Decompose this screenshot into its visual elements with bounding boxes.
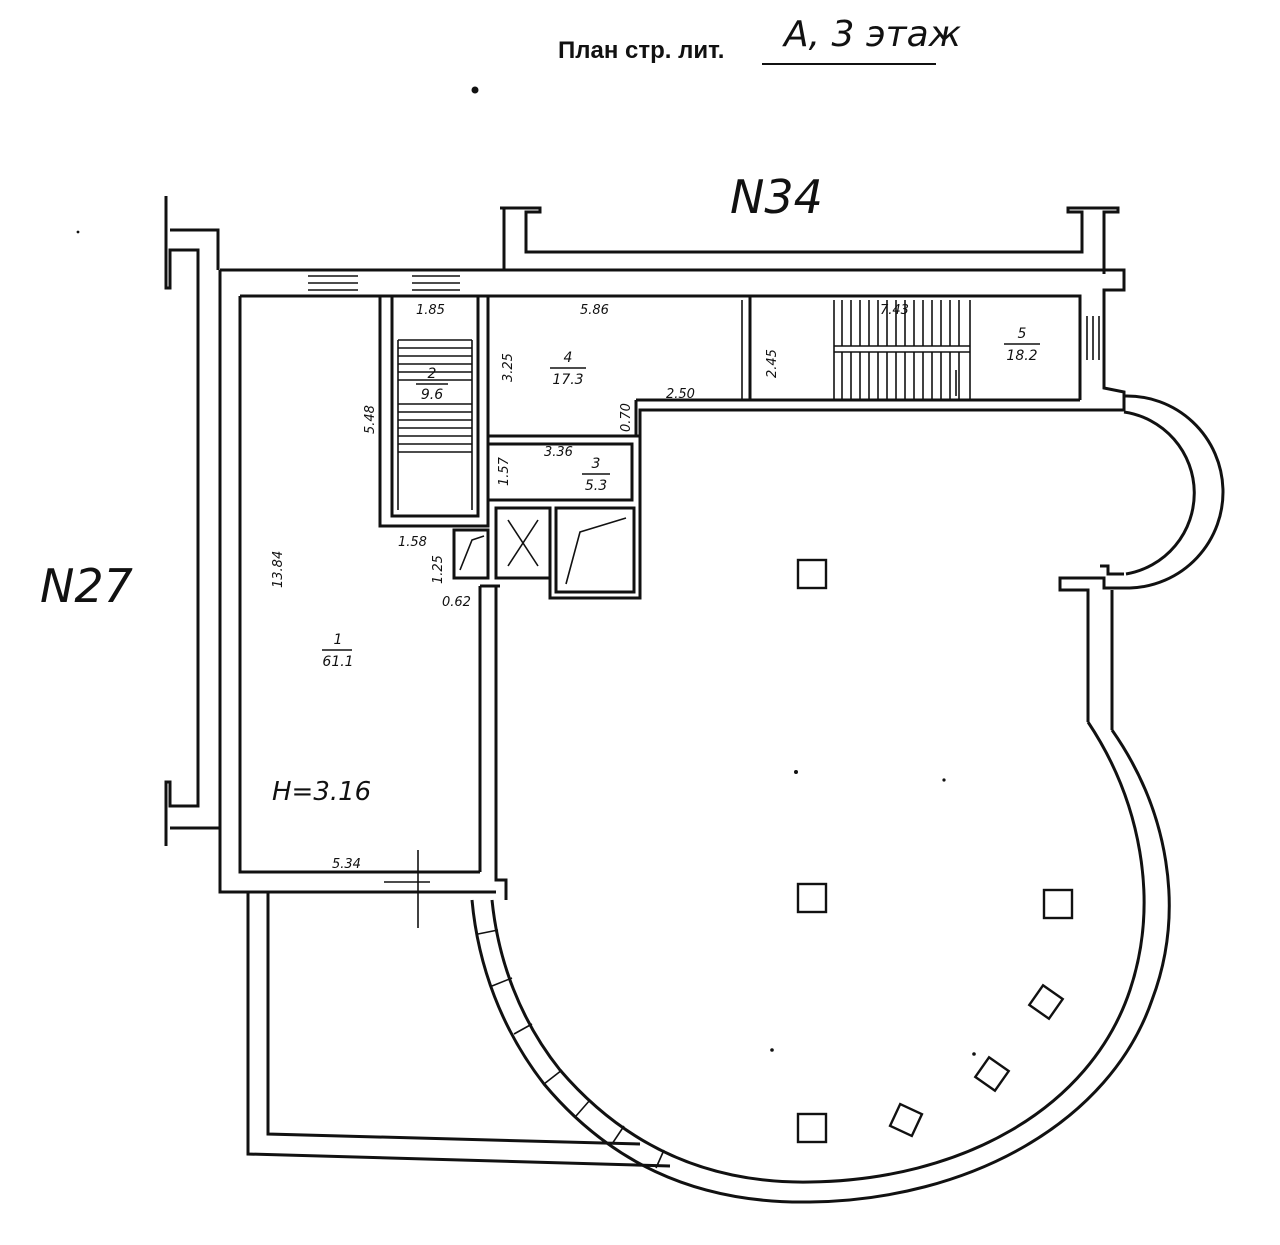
dim-2-50: 2.50 (666, 387, 695, 402)
dim-1-85: 1.85 (416, 303, 445, 318)
elevator-cabin (554, 506, 636, 594)
room-area: 9.6 (421, 387, 443, 403)
column (973, 1055, 1011, 1093)
room-5-label: 5 18.2 (1004, 326, 1040, 364)
balcony-lower-left (246, 892, 671, 1168)
room-4-label: 4 17.3 (550, 350, 586, 388)
columns (796, 558, 1074, 1144)
neighbor-building-n27 (164, 196, 222, 846)
stairs-room-2 (397, 339, 473, 510)
room-number: 2 (428, 366, 437, 382)
window-top-1 (308, 275, 358, 291)
speck (471, 86, 479, 94)
dim-5-86: 5.86 (580, 303, 609, 318)
dim-2-45: 2.45 (765, 349, 780, 378)
closet (452, 528, 490, 580)
dim-5-34: 5.34 (332, 857, 361, 872)
dim-1-57: 1.57 (497, 456, 512, 486)
dim-1-58: 1.58 (398, 535, 427, 550)
room-number: 5 (1018, 326, 1027, 342)
elevator-shaft (494, 506, 552, 580)
column (1042, 888, 1074, 920)
stairs-room-5 (833, 300, 971, 400)
column (796, 558, 828, 590)
speck (76, 230, 80, 234)
room-area: 61.1 (322, 654, 353, 670)
window-top-2 (412, 275, 460, 291)
column (888, 1102, 924, 1138)
ceiling-height-label: H=3.16 (272, 777, 371, 807)
dim-0-70: 0.70 (619, 403, 634, 432)
dim-7-43: 7.43 (880, 303, 909, 318)
dim-13-84: 13.84 (271, 551, 286, 588)
column (1027, 983, 1065, 1021)
room-number: 3 (592, 456, 601, 472)
room-3-label: 3 5.3 (582, 456, 610, 494)
room-area: 5.3 (585, 478, 607, 494)
bay-window (1058, 394, 1225, 730)
speck (972, 1052, 976, 1056)
column (796, 1112, 828, 1144)
neighbor-building-n34 (500, 206, 1120, 274)
speck (794, 770, 798, 774)
room-number: 4 (564, 350, 573, 366)
neighbor-top-label: N34 (730, 170, 823, 224)
interior-walls (378, 294, 1080, 928)
speck (770, 1048, 774, 1052)
dim-3-36: 3.36 (544, 445, 573, 460)
room-number: 1 (334, 632, 343, 648)
dim-3-25: 3.25 (501, 353, 516, 382)
dim-0-62: 0.62 (442, 595, 471, 610)
plan-header-value: А, 3 этаж (782, 14, 962, 55)
dim-1-25: 1.25 (431, 555, 446, 584)
dim-5-48: 5.48 (363, 405, 378, 434)
room-area: 18.2 (1006, 348, 1037, 364)
plan-header-label: План стр. лит. (558, 37, 724, 64)
column (796, 882, 828, 914)
room-1-label: 1 61.1 (322, 632, 354, 670)
speck (942, 778, 946, 782)
hall-round-wall (470, 721, 1171, 1204)
neighbor-left-label: N27 (40, 559, 133, 613)
room-2-label: 2 9.6 (416, 366, 448, 403)
window-right (1086, 316, 1100, 360)
room-area: 17.3 (552, 372, 583, 388)
